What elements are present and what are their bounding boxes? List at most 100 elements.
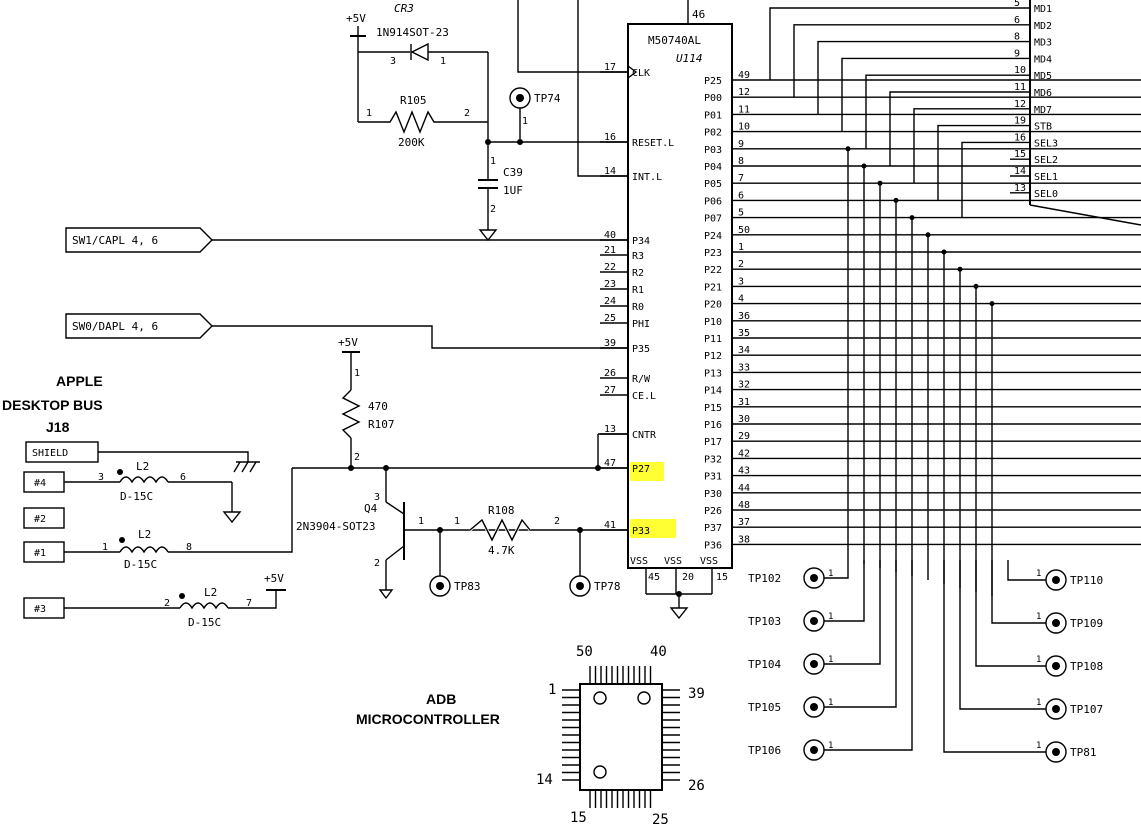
- highlight-p33: [630, 519, 676, 538]
- tp-dot: [810, 703, 818, 711]
- ic-right-pin-num: 3: [738, 276, 744, 287]
- sw0-label: SW0/DAPL 4, 6: [72, 320, 158, 333]
- md-pin-name: SEL1: [1034, 172, 1058, 183]
- package-title-1: ADB: [426, 691, 456, 707]
- vss-label-1: VSS: [630, 556, 648, 567]
- ic-left-pin-num: 26: [604, 368, 616, 379]
- md-pin-num: 5: [1014, 0, 1020, 9]
- l2b-part: D-15C: [124, 558, 157, 571]
- md-wire: [889, 91, 1010, 166]
- tp-wire: [959, 560, 1046, 710]
- ic-right-pin-num: 37: [738, 517, 750, 528]
- md-pin-num: 11: [1014, 82, 1026, 93]
- ic-right-pin-name: P13: [704, 368, 722, 379]
- ic-right-pin-name: P22: [704, 265, 722, 276]
- tp78-label: TP78: [594, 580, 621, 593]
- ic-left-pin-name: R2: [632, 268, 644, 279]
- cr3-part: 1N914SOT-23: [376, 26, 449, 39]
- tp-label: TP109: [1070, 617, 1103, 630]
- ic-right-pin-num: 50: [738, 225, 750, 236]
- r108-ref: R108: [488, 504, 515, 517]
- md-wire: [913, 108, 1010, 184]
- ic-right-pin-num: 35: [738, 328, 750, 339]
- ic-right-pin-num: 34: [738, 345, 750, 356]
- ic-right-pin-num: 8: [738, 156, 744, 167]
- offpage-sw0: SW0/DAPL 4, 6: [65, 313, 628, 349]
- md-pin-num: 19: [1014, 116, 1026, 127]
- r105-pin1: 1: [366, 108, 372, 119]
- md-pin-name: MD6: [1034, 88, 1052, 99]
- md-pin-name: SEL2: [1034, 155, 1058, 166]
- ic-left-pin-name: RESET.L: [632, 138, 674, 149]
- r107-pin2: 2: [354, 452, 360, 463]
- tp-label: TP103: [748, 615, 781, 628]
- pkg-pin-15: 15: [570, 810, 587, 826]
- ic-right-pin-name: P25: [704, 76, 722, 87]
- ic-right-pin-name: P17: [704, 437, 722, 448]
- md-pin-name: STB: [1034, 122, 1052, 133]
- ic-right-pin-name: P26: [704, 506, 722, 517]
- ic-right-pin-num: 12: [738, 87, 750, 98]
- ic-right-pin-name: P03: [704, 145, 722, 156]
- ic-right-pin-num: 9: [738, 139, 744, 150]
- ic-right-pin-name: P30: [704, 489, 722, 500]
- md-wire: [793, 24, 1010, 98]
- tp-wire: [991, 560, 1046, 624]
- ic-right-pin-name: P20: [704, 300, 722, 311]
- ic-left-pin-name: P27: [632, 464, 650, 475]
- ic-right-pin-num: 44: [738, 483, 750, 494]
- md-wire: [961, 141, 1010, 218]
- connector-ref: J18: [46, 419, 70, 435]
- ic-left-pin-num: 23: [604, 279, 616, 290]
- ic-right-pin-num: 6: [738, 190, 744, 201]
- md-pin-name: MD5: [1034, 71, 1052, 82]
- ic-right-pin-name: P21: [704, 282, 722, 293]
- pkg-pin-40: 40: [650, 644, 667, 660]
- ic-ref: U114: [676, 52, 703, 65]
- md-wire: [769, 7, 1010, 80]
- ic-right-pin-num: 5: [738, 208, 744, 219]
- supply-label-top: +5V: [346, 12, 366, 25]
- md-pin-name: MD3: [1034, 38, 1052, 49]
- tp-dot: [810, 617, 818, 625]
- ic-right-pin-num: 4: [738, 294, 744, 305]
- md-wire: [865, 74, 1010, 149]
- ic-right-pin-name: P24: [704, 231, 722, 242]
- tp-wire: [943, 560, 1046, 753]
- tp-pin: 1: [828, 698, 833, 708]
- connector-title-2: DESKTOP BUS: [2, 397, 103, 413]
- pkg-pin-25: 25: [652, 812, 669, 827]
- tp-dot: [810, 574, 818, 582]
- r105-value: 200K: [398, 136, 425, 149]
- l2c-label: L2: [204, 586, 217, 599]
- ic-left-pin-num: 40: [604, 230, 616, 241]
- shield-label: SHIELD: [32, 448, 68, 459]
- ic-left-pin-num: 13: [604, 424, 616, 435]
- r107-pin1: 1: [354, 368, 360, 379]
- tp74-pin: 1: [522, 116, 528, 127]
- pin-2-label: #2: [34, 514, 46, 525]
- ic-right-pin-num: 2: [738, 259, 744, 270]
- ic-left-pin-num: 39: [604, 338, 616, 349]
- ic-right-pin-num: 29: [738, 431, 750, 442]
- ic-left-pin-num: 27: [604, 385, 616, 396]
- tp-pin: 1: [828, 612, 833, 622]
- tp-dot: [810, 660, 818, 668]
- tp-label: TP107: [1070, 703, 1103, 716]
- ic-right-pin-name: P01: [704, 110, 722, 121]
- ic-part: M50740AL: [648, 34, 701, 47]
- ic-right-pin-num: 49: [738, 70, 750, 81]
- tp-label: TP110: [1070, 574, 1103, 587]
- q4-ref: Q4: [364, 502, 378, 515]
- r105-pin2: 2: [464, 108, 470, 119]
- ic-left-pin-num: 17: [604, 62, 616, 73]
- vss-label-3: VSS: [700, 556, 718, 567]
- md-wire: [841, 57, 1010, 132]
- sw1-label: SW1/CAPL 4, 6: [72, 234, 158, 247]
- l2b-pin1: 1: [102, 542, 108, 553]
- md-pin-num: 14: [1014, 166, 1026, 177]
- ic-left-pin-name: R0: [632, 302, 644, 313]
- ic-right-pin-name: P16: [704, 420, 722, 431]
- tp-label: TP106: [748, 744, 781, 757]
